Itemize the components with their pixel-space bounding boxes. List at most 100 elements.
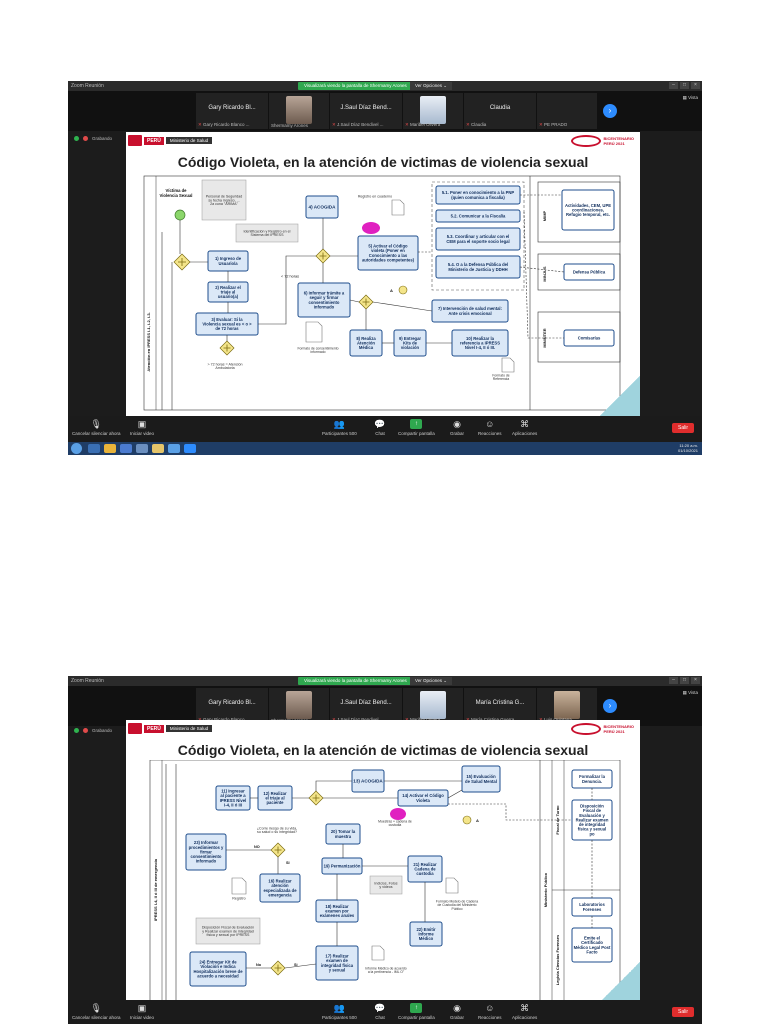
node-5-1-label: 5.1. Poner en conocimiento a la PNP(quie… bbox=[442, 190, 515, 200]
security-note-box bbox=[201, 179, 247, 221]
view-button[interactable]: ▦ Vista bbox=[682, 690, 698, 695]
record-icon: ◉ bbox=[453, 419, 461, 429]
next-page-button[interactable]: › bbox=[603, 699, 617, 713]
node-23-box bbox=[185, 833, 227, 871]
participant-tile[interactable]: Shermamy Arones bbox=[269, 688, 329, 724]
connector-a-label: A bbox=[476, 818, 479, 823]
connector-a-label: A bbox=[390, 288, 393, 293]
node-4-label: 4) ACOGIDA bbox=[309, 205, 337, 210]
share-screen-button[interactable]: ↑Compartir pantalla bbox=[398, 419, 435, 436]
node-15-box bbox=[461, 765, 501, 793]
leave-button[interactable]: Salir bbox=[672, 1007, 694, 1017]
node-minjus-box bbox=[563, 263, 615, 281]
reactions-button[interactable]: ☺Reacciones bbox=[478, 1003, 502, 1020]
chrome-icon[interactable] bbox=[104, 444, 116, 453]
windows-start-icon[interactable] bbox=[71, 443, 82, 454]
view-options-button[interactable]: Ver Opciones ⌄ bbox=[410, 677, 453, 685]
view-button[interactable]: ▦ Vista bbox=[682, 95, 698, 100]
close-icon[interactable]: × bbox=[691, 82, 700, 89]
gateway-3-plus bbox=[223, 344, 231, 352]
share-screen-button[interactable]: ↑Compartir pantalla bbox=[398, 1003, 435, 1020]
node-24-box bbox=[189, 951, 247, 987]
share-screen-icon: ↑ bbox=[410, 1003, 423, 1013]
video-button[interactable]: ▣Iniciar video bbox=[130, 1003, 155, 1020]
slide-decoration bbox=[600, 962, 640, 1002]
participant-video bbox=[286, 691, 312, 719]
participant-tile[interactable]: ✕ Maribel Olivera bbox=[403, 93, 463, 129]
participant-tile[interactable]: J.Saul Díaz Bend...✕ J.Saul Díaz Bendive… bbox=[330, 93, 402, 129]
reactions-button[interactable]: ☺Reacciones bbox=[478, 419, 502, 436]
video-off-icon: ▣ bbox=[137, 1003, 147, 1013]
node-6-box bbox=[297, 282, 351, 318]
participant-tile[interactable]: Claudia✕ Claudia bbox=[464, 93, 536, 129]
close-icon[interactable]: × bbox=[691, 677, 700, 684]
chat-button[interactable]: 💬Chat bbox=[374, 1003, 386, 1020]
mute-button[interactable]: 🎙Cancelar silenciar ahora bbox=[72, 419, 121, 436]
minimize-icon[interactable]: – bbox=[669, 82, 678, 89]
participant-tile[interactable]: ✕ Luis Quintana bbox=[537, 688, 597, 724]
maximize-icon[interactable]: □ bbox=[680, 82, 689, 89]
app-icon[interactable] bbox=[136, 444, 148, 453]
mute-button[interactable]: 🎙Cancelar silenciar ahora bbox=[72, 1003, 121, 1020]
folder-icon[interactable] bbox=[152, 444, 164, 453]
participant-tile[interactable]: Shermamy Arones bbox=[269, 93, 329, 129]
flow-gw6-n7 bbox=[372, 301, 433, 312]
ie-icon[interactable] bbox=[88, 444, 100, 453]
participant-tile[interactable]: Gary Ricardo Bl...✕ Gary Ricardo Blanco … bbox=[196, 688, 268, 724]
record-icon: ◉ bbox=[453, 1003, 461, 1013]
node-22-box bbox=[409, 921, 443, 947]
participant-tile[interactable]: ✕ PE PRADO bbox=[537, 93, 597, 129]
participant-tile[interactable]: ✕ Maribel Olivera bbox=[403, 688, 463, 724]
video-button[interactable]: ▣Iniciar video bbox=[130, 419, 155, 436]
meeting-toolbar: 🎙Cancelar silenciar ahora ▣Iniciar video… bbox=[68, 1000, 702, 1024]
media-icon[interactable] bbox=[120, 444, 132, 453]
participant-tile[interactable]: Gary Ricardo Bl...✕ Gary Ricardo Blanco … bbox=[196, 93, 268, 129]
lane-fiscal-label: Fiscal de Turno bbox=[555, 805, 560, 835]
recording-status: Grabando bbox=[74, 136, 112, 141]
start-event bbox=[174, 209, 186, 221]
register-doc bbox=[231, 877, 247, 895]
participant-tile[interactable]: María Cristina G...✕ María Cristina Guer… bbox=[464, 688, 536, 724]
slide-title: Código Violeta, en la atención de victim… bbox=[177, 154, 589, 170]
leave-button[interactable]: Salir bbox=[672, 423, 694, 433]
apps-button[interactable]: ⌘Aplicaciones bbox=[512, 1003, 538, 1020]
node-7-label: 7) Intervención de salud mental:Ante cri… bbox=[438, 306, 502, 316]
record-button[interactable]: ◉Grabar bbox=[450, 1003, 465, 1020]
flowchart-1: Atención en IPRESS I-1, I-2, I-3.Víctima… bbox=[143, 175, 621, 411]
participants-button[interactable]: 👥Participantes 500 bbox=[322, 419, 357, 436]
participants-button[interactable]: 👥Participantes 500 bbox=[322, 1003, 357, 1020]
next-page-button[interactable]: › bbox=[603, 104, 617, 118]
zoom-icon[interactable] bbox=[184, 444, 196, 453]
record-button[interactable]: ◉Grabar bbox=[450, 419, 465, 436]
participant-strip: Gary Ricardo Bl...✕ Gary Ricardo Blanco … bbox=[68, 91, 702, 131]
maximize-icon[interactable]: □ bbox=[680, 677, 689, 684]
chat-button[interactable]: 💬Chat bbox=[374, 419, 386, 436]
view-options-button[interactable]: Ver Opciones ⌄ bbox=[410, 82, 453, 90]
apps-button[interactable]: ⌘Aplicaciones bbox=[512, 419, 538, 436]
branch-si-2: Si bbox=[294, 963, 298, 967]
participant-tile[interactable]: J.Saul Díaz Bend...✕ J.Saul Díaz Bendive… bbox=[330, 688, 402, 724]
peru-shield-icon bbox=[128, 723, 142, 734]
participant-video bbox=[420, 96, 446, 124]
slide-title: Código Violeta, en la atención de victim… bbox=[177, 742, 589, 758]
gateway-4-plus bbox=[319, 252, 327, 260]
lane-minjus-label: MINJUS bbox=[542, 266, 547, 281]
minimize-icon[interactable]: – bbox=[669, 677, 678, 684]
zoom-window-2: Zoom Reunión Visualizará viendo la panta… bbox=[68, 676, 702, 1024]
explorer-icon[interactable] bbox=[168, 444, 180, 453]
